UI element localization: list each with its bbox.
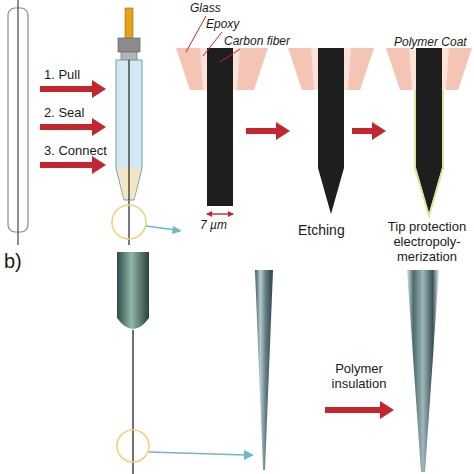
insulated-fiber-photo bbox=[407, 270, 439, 472]
glass-body bbox=[116, 60, 142, 200]
carbon-fiber-wire bbox=[128, 60, 129, 200]
annotation-label: Etching bbox=[298, 222, 368, 238]
leader-line bbox=[203, 32, 222, 56]
carbon-fiber-section bbox=[207, 48, 233, 206]
zoom-arrow-head bbox=[244, 450, 254, 460]
zoom-arrow-head bbox=[172, 226, 182, 234]
connector-neck bbox=[121, 52, 137, 60]
leader-line bbox=[186, 16, 206, 52]
connector-body bbox=[118, 38, 140, 52]
annotation-label: 3. Connect bbox=[44, 144, 124, 159]
capillary-photo bbox=[117, 252, 149, 329]
zoom-circle bbox=[112, 205, 146, 239]
zoom-circle bbox=[117, 430, 149, 462]
leader-line bbox=[220, 49, 240, 62]
panel-letter: b) bbox=[4, 250, 44, 273]
dimension-head bbox=[206, 211, 212, 217]
etched-fiber-photo bbox=[255, 270, 273, 470]
annotation-label: Epoxy bbox=[206, 18, 266, 32]
annotation-label: Tip protection electropoly-merization bbox=[380, 220, 474, 265]
process-arrow bbox=[352, 122, 386, 140]
carbon-fiber-wire bbox=[17, 0, 18, 245]
annotation-label: 2. Seal bbox=[44, 106, 114, 121]
connector-pin bbox=[125, 8, 133, 40]
annotation-label: Carbon fiber bbox=[224, 35, 324, 49]
dimension-head bbox=[228, 211, 234, 217]
fiber-photo bbox=[132, 330, 133, 474]
annotation-label: 7 µm bbox=[200, 219, 250, 233]
annotation-label: Polymer insulation bbox=[318, 362, 400, 392]
coated-fiber bbox=[416, 48, 442, 214]
annotation-label: 1. Pull bbox=[44, 68, 114, 83]
process-arrow bbox=[246, 122, 290, 140]
etched-fiber bbox=[318, 48, 344, 214]
polymer-coat bbox=[415, 90, 443, 216]
process-arrow bbox=[325, 401, 394, 419]
step-arrow bbox=[40, 80, 106, 98]
zoom-arrow bbox=[146, 226, 176, 230]
zoom-arrow bbox=[149, 452, 246, 455]
annotation-label: Polymer Coat bbox=[394, 36, 474, 50]
step-arrow bbox=[40, 156, 106, 174]
annotation-label: Glass bbox=[190, 2, 250, 16]
step-arrow bbox=[40, 118, 106, 136]
